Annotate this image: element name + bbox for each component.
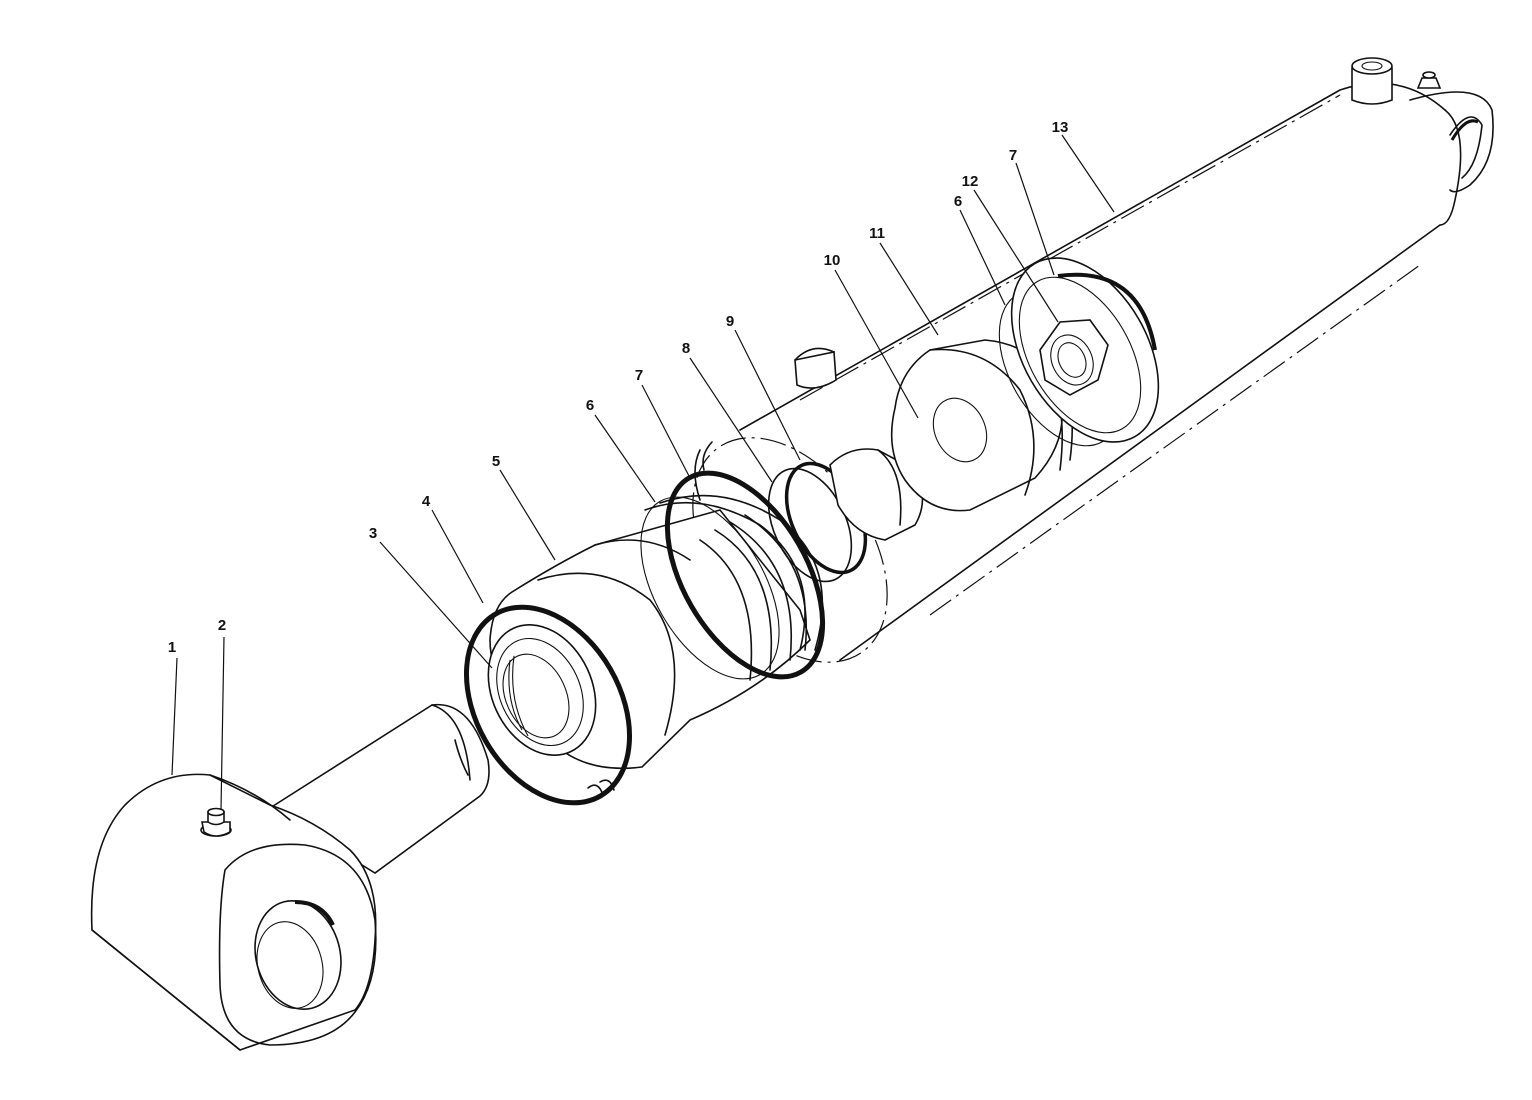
callout-1: 1 xyxy=(168,639,176,656)
callout-3: 3 xyxy=(369,525,377,542)
callout-8: 8 xyxy=(682,340,690,357)
callout-6-rear: 6 xyxy=(954,193,962,210)
callout-7: 7 xyxy=(635,367,643,384)
rod-end-eye xyxy=(90,703,490,1051)
callout-labels: 1 2 3 4 5 6 7 8 9 10 11 6 12 7 13 xyxy=(168,119,1069,656)
grease-fitting xyxy=(200,807,232,837)
callout-4: 4 xyxy=(422,493,431,510)
callout-12: 12 xyxy=(962,173,979,190)
callout-6: 6 xyxy=(586,397,594,414)
snap-ring xyxy=(463,604,633,806)
callout-7-rear: 7 xyxy=(1009,147,1017,164)
leader-lines xyxy=(171,134,1115,811)
callout-5: 5 xyxy=(492,453,500,470)
backup-ring xyxy=(664,470,826,680)
callout-13: 13 xyxy=(1052,119,1069,136)
rod-wiper-seal xyxy=(487,624,597,756)
callout-11: 11 xyxy=(869,225,885,242)
callout-9: 9 xyxy=(726,313,734,330)
callout-2: 2 xyxy=(218,617,226,634)
callout-10: 10 xyxy=(824,252,841,269)
rear-seal-assembly xyxy=(1010,257,1160,443)
